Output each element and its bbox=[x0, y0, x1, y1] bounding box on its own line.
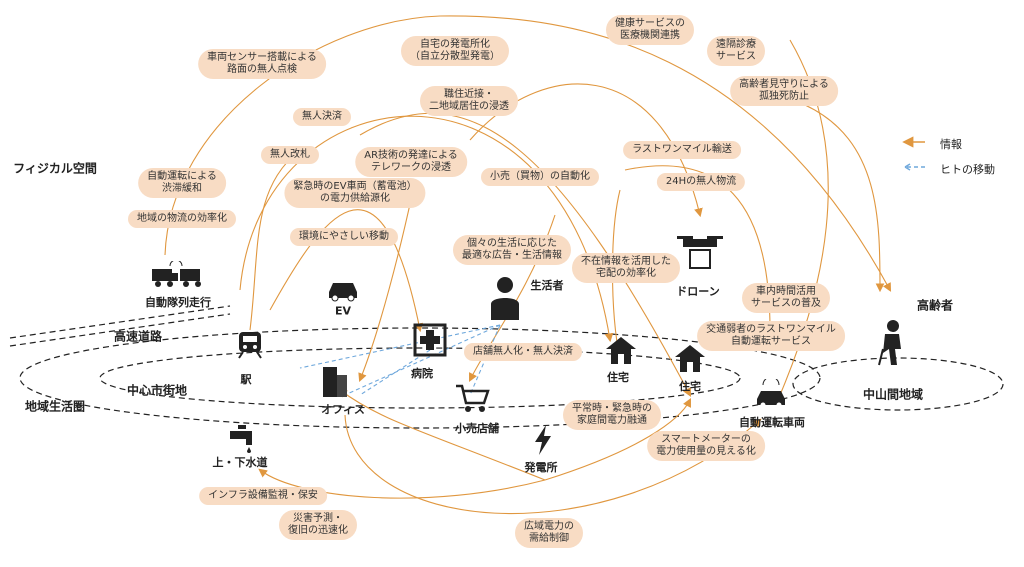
shopping-cart-icon bbox=[454, 383, 490, 417]
service-tag: 自宅の発電所化 （自立分散型発電） bbox=[401, 36, 509, 66]
physical-space-label: フィジカル空間 bbox=[13, 161, 97, 176]
consumer-icon bbox=[489, 276, 521, 324]
drone-label: ドローン bbox=[676, 285, 720, 298]
hospital-label: 病院 bbox=[411, 367, 433, 380]
house1-label: 住宅 bbox=[607, 371, 629, 384]
regional-area-label: 地域生活圏 bbox=[24, 399, 86, 414]
highway-label: 高速道路 bbox=[113, 329, 163, 344]
hospital-icon bbox=[413, 323, 447, 361]
service-tag: 自動運転による 渋滞緩和 bbox=[138, 168, 226, 198]
service-tag: 職住近接・ 二地域居住の浸透 bbox=[420, 86, 518, 116]
house-icon bbox=[604, 335, 638, 369]
mountain-area-label: 中山間地域 bbox=[862, 387, 924, 402]
service-tag: 交通弱者のラストワンマイル 自動運転サービス bbox=[697, 321, 845, 351]
service-tag: 車内時間活用 サービスの普及 bbox=[742, 283, 830, 313]
station-label: 駅 bbox=[240, 373, 252, 386]
legend-glyphs bbox=[902, 136, 925, 171]
area-rings bbox=[9, 305, 1004, 429]
truck-platoon-icon bbox=[150, 259, 206, 295]
consumer-label: 生活者 bbox=[530, 279, 564, 292]
service-tag: 地域の物流の効率化 bbox=[128, 210, 236, 228]
service-tag: 24Hの無人物流 bbox=[656, 173, 746, 191]
power-plant-label: 発電所 bbox=[524, 461, 558, 474]
office-building-icon bbox=[317, 363, 353, 401]
autonomous-vehicle-label: 自動運転車両 bbox=[739, 416, 805, 429]
legend-info: 情報 bbox=[940, 138, 962, 151]
service-tag: 小売（買物）の自動化 bbox=[481, 168, 599, 186]
service-tag: 個々の生活に応じた 最適な広告・生活情報 bbox=[453, 235, 571, 265]
water-label: 上・下水道 bbox=[212, 456, 268, 469]
service-tag: 環境にやさしい移動 bbox=[290, 228, 398, 246]
service-tag: 無人決済 bbox=[293, 108, 351, 126]
service-tag: 健康サービスの 医療機関連携 bbox=[606, 15, 694, 45]
ev-label: EV bbox=[334, 304, 352, 318]
service-tag: AR技術の発達による テレワークの浸透 bbox=[355, 147, 467, 177]
house-icon bbox=[673, 343, 707, 377]
info-arcs bbox=[164, 15, 892, 515]
train-icon bbox=[235, 330, 265, 364]
water-tap-icon bbox=[226, 423, 260, 457]
service-tag: インフラ設備監視・保安 bbox=[199, 487, 327, 505]
house2-label: 住宅 bbox=[679, 380, 701, 393]
service-tag: ラストワンマイル輸送 bbox=[623, 141, 741, 159]
service-tag: スマートメーターの 電力使用量の見える化 bbox=[647, 431, 765, 461]
service-tag: 遠隔診療 サービス bbox=[707, 36, 765, 66]
service-tag: 車両センサー搭載による 路面の無人点検 bbox=[198, 49, 326, 79]
elderly-icon bbox=[873, 319, 913, 371]
service-tag: 無人改札 bbox=[261, 146, 319, 164]
service-tag: 災害予測・ 復旧の迅速化 bbox=[279, 510, 357, 540]
service-tag: 店舗無人化・無人決済 bbox=[464, 343, 582, 361]
service-tag: 緊急時のEV車両（蓄電池） の電力供給源化 bbox=[284, 178, 426, 208]
service-tag: 不在情報を活用した 宅配の効率化 bbox=[572, 253, 680, 283]
lightning-icon bbox=[532, 424, 554, 460]
city-center-label: 中心市街地 bbox=[126, 383, 188, 398]
elderly-label: 高齢者 bbox=[916, 298, 954, 313]
ev-car-icon bbox=[323, 274, 363, 306]
service-tag: 高齢者見守りによる 孤独死防止 bbox=[730, 76, 838, 106]
service-tag: 平常時・緊急時の 家庭間電力融通 bbox=[563, 400, 661, 430]
retail-label: 小売店舗 bbox=[455, 422, 499, 435]
autonomous-car-icon bbox=[753, 376, 789, 413]
office-label: オフィス bbox=[321, 403, 365, 416]
platoon-label: 自動隊列走行 bbox=[145, 296, 211, 309]
legend-people-move: ヒトの移動 bbox=[940, 163, 995, 176]
service-tag: 広域電力の 需給制御 bbox=[515, 518, 583, 548]
drone-icon bbox=[675, 234, 725, 276]
